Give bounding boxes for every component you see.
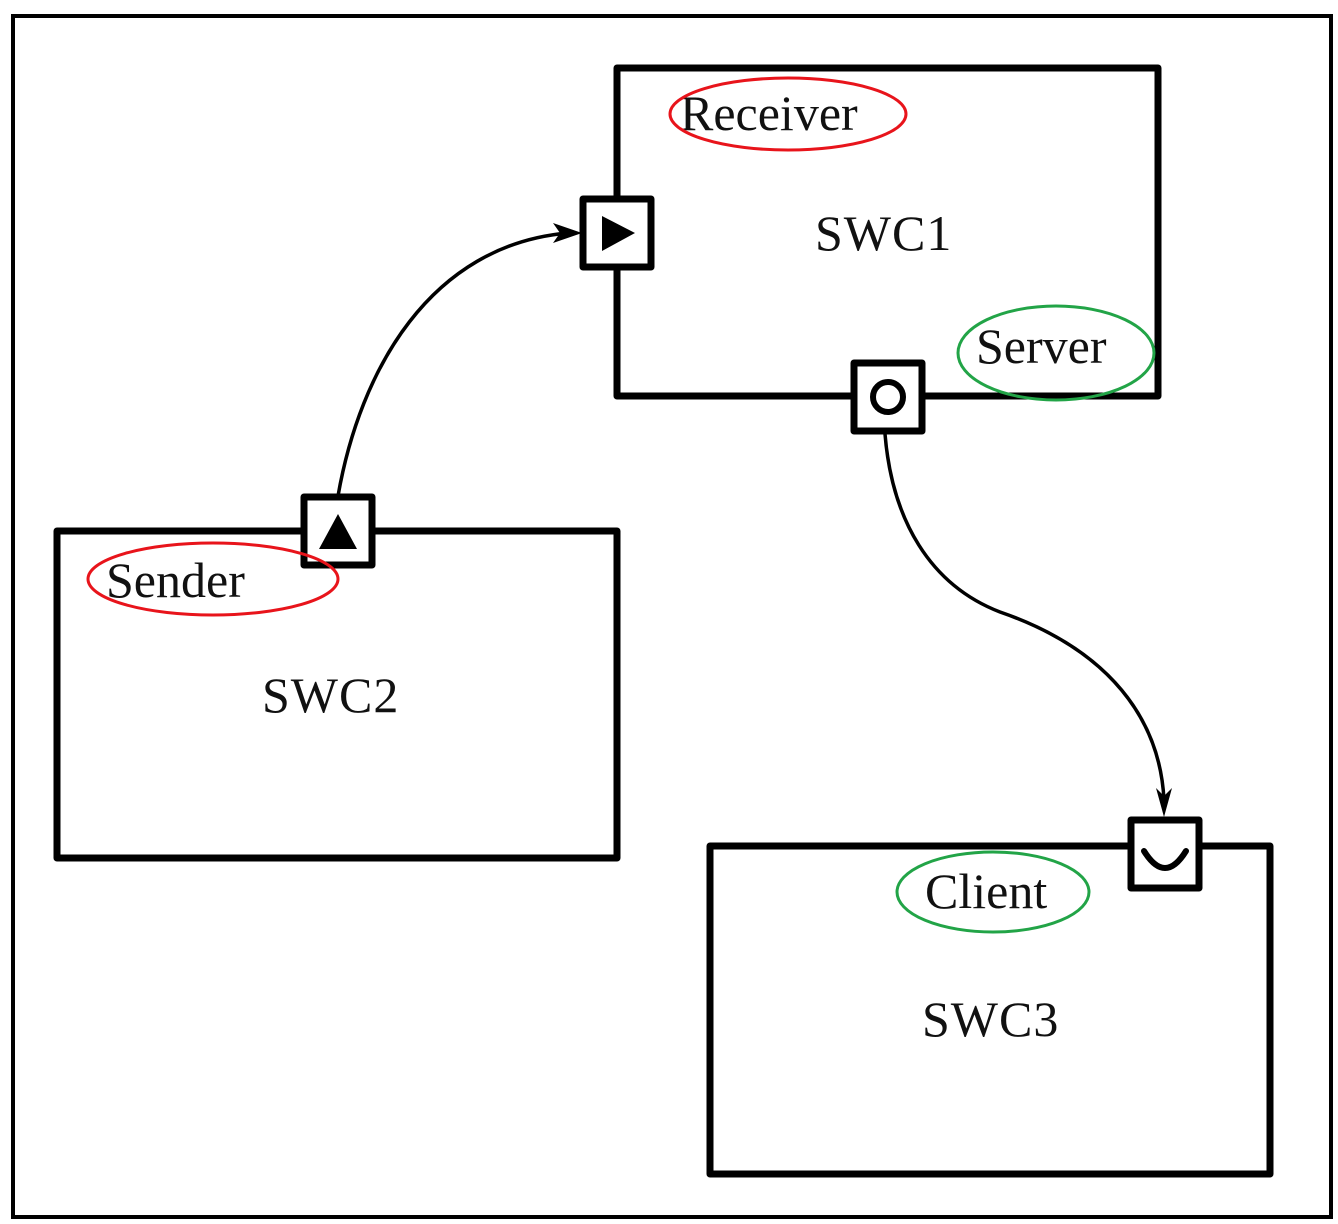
port-label-sender: Sender (106, 552, 245, 608)
component-name: SWC2 (262, 667, 399, 723)
cup-icon (1141, 848, 1189, 871)
arrowhead-icon (1156, 788, 1172, 817)
port-receiver[interactable] (579, 195, 655, 271)
component-swc1[interactable]: SWC1 Receiver Server (579, 64, 1162, 435)
component-box (706, 842, 1274, 1178)
diagram-frame (11, 14, 1333, 1219)
port-label-server: Server (976, 318, 1107, 374)
triangle-up-icon (319, 514, 357, 549)
highlight-ellipse-server (956, 304, 1156, 402)
port-client[interactable] (1127, 816, 1203, 892)
port-label-client: Client (925, 863, 1047, 919)
connection-server-client (883, 432, 1172, 817)
port-box (1127, 816, 1203, 892)
connection-sender-receiver (336, 223, 582, 498)
triangle-right-icon (602, 216, 635, 251)
highlight-ellipse-receiver (668, 76, 908, 152)
port-sender[interactable] (300, 493, 376, 569)
component-box (613, 64, 1162, 400)
component-name: SWC3 (922, 991, 1059, 1047)
component-name: SWC1 (815, 205, 952, 261)
port-label-receiver: Receiver (680, 85, 858, 141)
circle-ring-icon (870, 379, 906, 415)
arrowhead-icon (553, 223, 582, 243)
highlight-ellipse-client (895, 850, 1091, 934)
port-server[interactable] (850, 359, 926, 435)
connector-line (336, 231, 570, 498)
port-box (850, 359, 926, 435)
component-swc2[interactable]: SWC2 Sender (53, 493, 621, 862)
connector-line (883, 432, 1166, 802)
component-swc3[interactable]: SWC3 Client (706, 816, 1274, 1178)
highlight-ellipse-sender (86, 541, 340, 617)
